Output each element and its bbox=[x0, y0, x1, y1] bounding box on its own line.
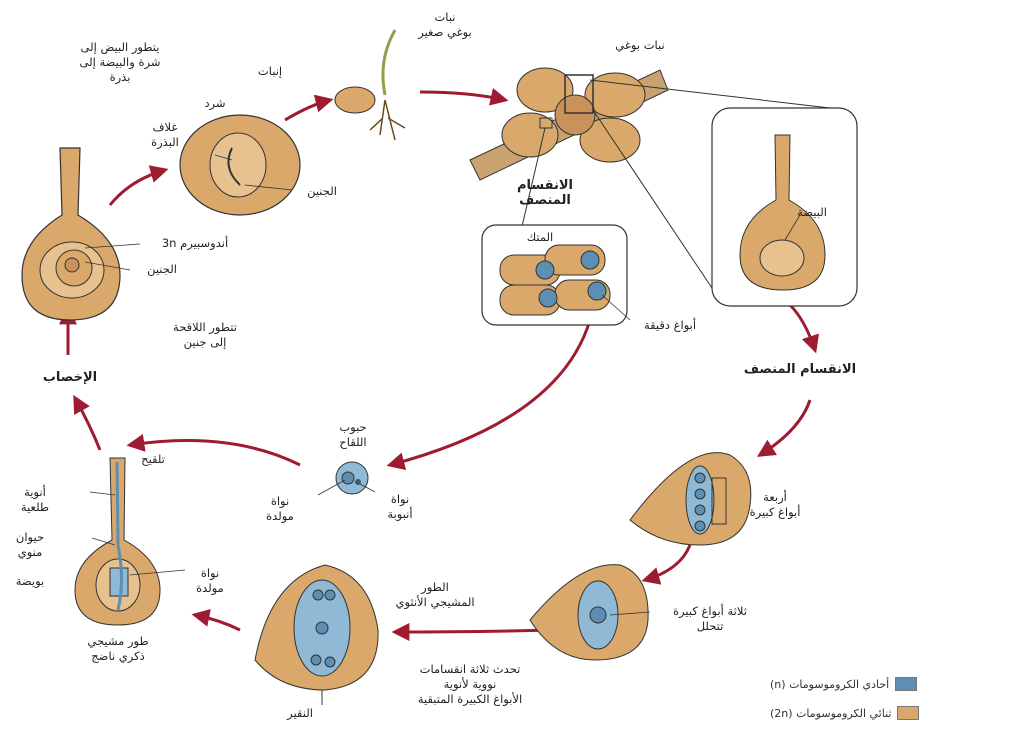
legend-diploid-text: ثنائي الكروموسومات (2n) bbox=[770, 707, 891, 720]
label-embryo-left: الجنين bbox=[132, 262, 192, 277]
label-tube-nuclei: أنوية طلعية bbox=[0, 485, 70, 515]
label-sporophyte: نبات بوغي bbox=[600, 38, 680, 53]
legend-haploid: أحادي الكروموسومات (n) bbox=[770, 677, 917, 691]
label-crust: شرد bbox=[195, 96, 235, 111]
label-ovule-egg: البيضة bbox=[782, 205, 842, 220]
label-micropyle: النقير bbox=[270, 706, 330, 721]
label-sperm: حيوان منوي bbox=[0, 530, 60, 560]
label-three-divisions: تحدث ثلاثة انقسامات نووية لأنوية الأبواغ… bbox=[370, 662, 570, 707]
legend-haploid-text: أحادي الكروموسومات (n) bbox=[770, 678, 889, 691]
label-meiosis-anther: الانقسام المنصف bbox=[500, 178, 590, 208]
label-four-megaspores: أربعة أبواغ كبيرة bbox=[725, 490, 825, 520]
label-generative-nucleus: نواة مولدة bbox=[250, 494, 310, 524]
label-endosperm: أندوسبيرم 3n bbox=[140, 236, 250, 251]
label-anther: المتك bbox=[510, 230, 570, 245]
label-zygote-development: تتطور اللاقحة إلى جنين bbox=[150, 320, 260, 350]
label-pollination: تلقيح bbox=[128, 452, 178, 467]
label-seedling: نبات بوغي صغير bbox=[400, 10, 490, 40]
label-embryo-seed: الجنين bbox=[292, 184, 352, 199]
diploid-swatch bbox=[897, 706, 919, 720]
label-meiosis-right: الانقسام المنصف bbox=[725, 362, 875, 377]
label-tube-nucleus: نواة أنبوبة bbox=[370, 492, 430, 522]
label-seed-coat: غلاف البذرة bbox=[130, 120, 200, 150]
label-male-gametophyte: طور مشيجي ذكري ناضج bbox=[58, 634, 178, 664]
label-generative-nucleus-b: نواة مولدة bbox=[180, 566, 240, 596]
pollen-grain bbox=[336, 462, 368, 494]
haploid-swatch bbox=[895, 677, 917, 691]
legend-diploid: ثنائي الكروموسومات (2n) bbox=[770, 706, 919, 720]
label-seed-development: يتطور البيض إلى شرة والبيضة إلى بذرة bbox=[50, 40, 190, 85]
label-germination: إنبات bbox=[240, 64, 300, 79]
label-fertilization: الإخصاب bbox=[20, 370, 120, 385]
label-pollen-grains: حبوب اللقاح bbox=[318, 420, 388, 450]
label-female-gametophyte: الطور المشيجي الأنثوي bbox=[375, 580, 495, 610]
label-three-degenerate: ثلاثة أبواغ كبيرة تتحلل bbox=[645, 604, 775, 634]
label-microspores: أبواغ دقيقة bbox=[625, 318, 715, 333]
label-egg: بويضة bbox=[0, 574, 60, 589]
